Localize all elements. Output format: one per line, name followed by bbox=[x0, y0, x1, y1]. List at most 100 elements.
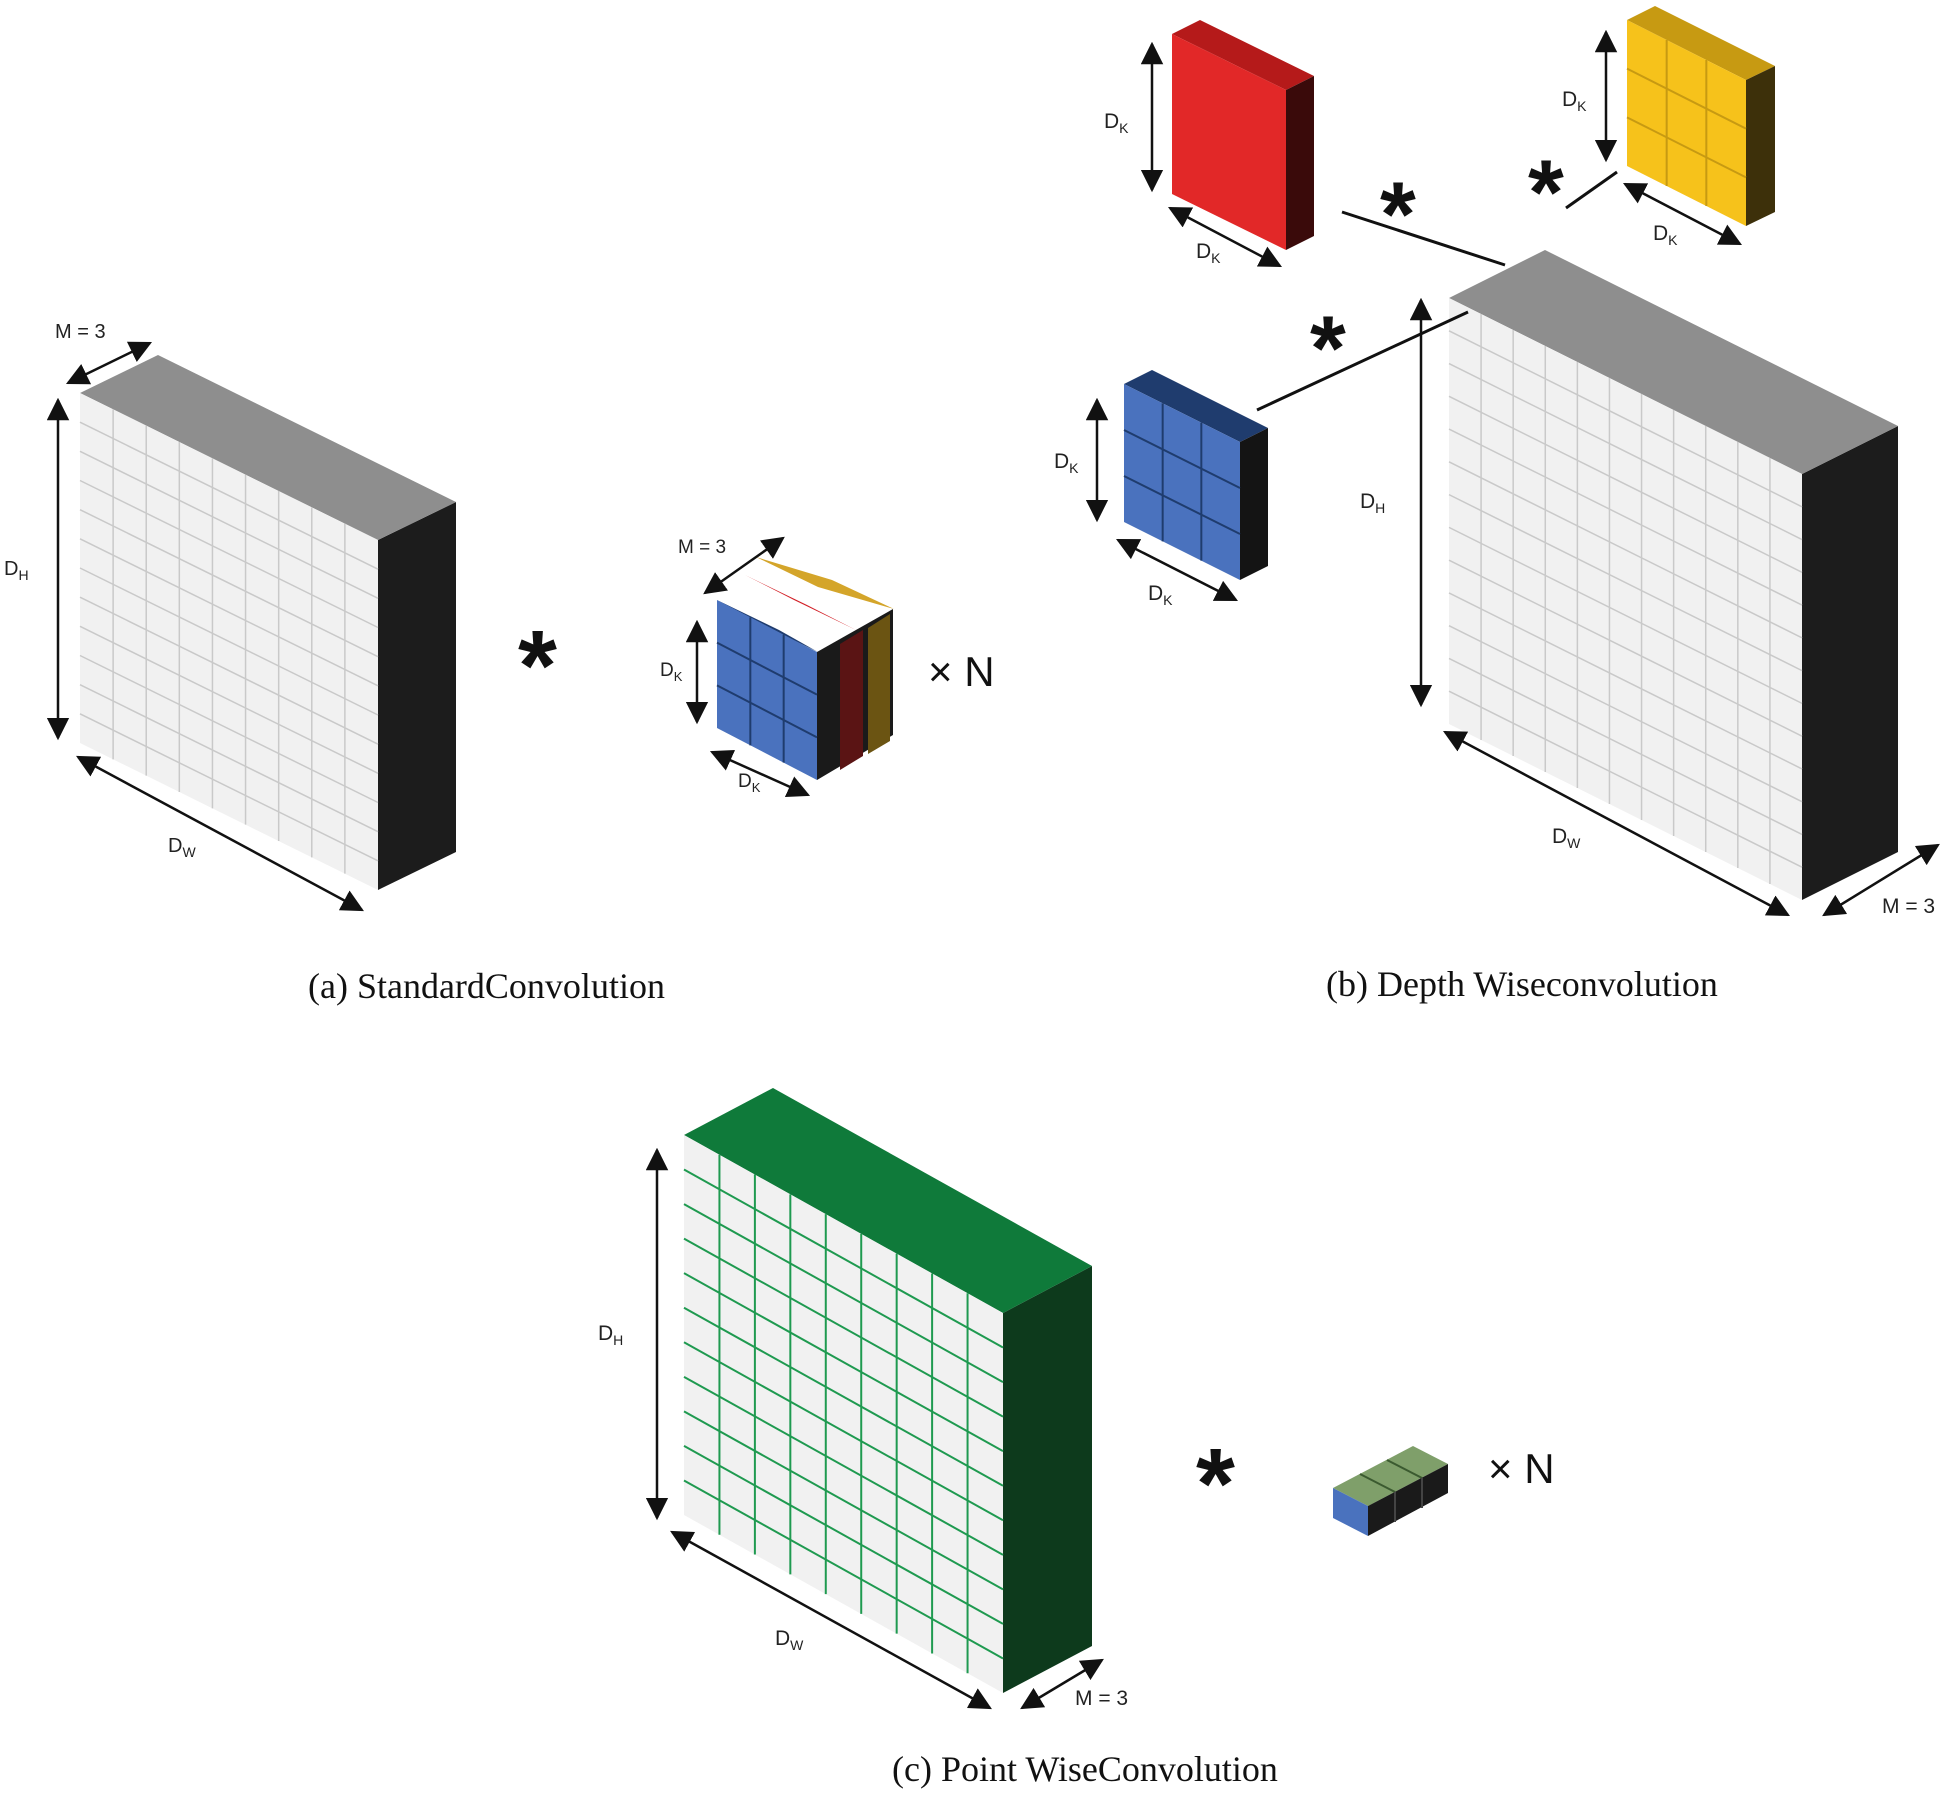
convolution-operator-c: * bbox=[1196, 1428, 1235, 1540]
grid-line bbox=[716, 641, 818, 696]
kernel-dimension-dk-vertical: DK bbox=[660, 619, 709, 725]
panel-pointwise-convolution: DH DW M = 3 * × N (c) Point WiseConvolut… bbox=[598, 1088, 1555, 1789]
feature-map-top-c bbox=[684, 1088, 1092, 1313]
grid-line bbox=[1448, 493, 1803, 672]
blue-filter-side bbox=[1240, 428, 1268, 580]
convolution-operator-red: * bbox=[1380, 164, 1416, 266]
pointwise-kernel-top bbox=[1333, 1446, 1448, 1506]
red-filter-front bbox=[1172, 34, 1286, 250]
kernel-top-yellow bbox=[756, 557, 894, 609]
label-yellow-dk-v: DK bbox=[1562, 88, 1587, 114]
label-yellow-dk-h: DK bbox=[1653, 222, 1678, 248]
label-dh-c: DH bbox=[598, 1322, 623, 1348]
grid-line bbox=[1626, 67, 1747, 130]
label-dw-b: DW bbox=[1552, 825, 1581, 851]
kernel-cube-a bbox=[716, 557, 894, 780]
feature-map-side-b bbox=[1802, 426, 1898, 900]
label-kernel-dk-v: DK bbox=[660, 660, 683, 684]
dimension-dh-c: DH bbox=[598, 1147, 669, 1521]
yellow-filter-grid bbox=[1626, 40, 1747, 206]
panel-standard-convolution: M = 3 DH DW * M = 3 DK bbox=[4, 321, 995, 1006]
kernel-dimension-dk-horizontal: DK bbox=[709, 750, 811, 797]
convolution-operator-blue: * bbox=[1310, 298, 1346, 400]
grid-line bbox=[79, 567, 379, 716]
grid-line bbox=[79, 538, 379, 687]
caption-c: (c) Point WiseConvolution bbox=[892, 1749, 1278, 1789]
input-feature-map-b bbox=[1448, 250, 1898, 900]
dimension-dh-a: DH bbox=[4, 397, 70, 741]
feature-map-side-c bbox=[1003, 1266, 1092, 1693]
label-m-c: M = 3 bbox=[1075, 1687, 1128, 1710]
grid-line bbox=[1448, 428, 1803, 606]
dimension-m-a: M = 3 bbox=[55, 321, 153, 385]
dimension-m-b: M = 3 bbox=[1822, 843, 1940, 918]
blue-filter-grid bbox=[1123, 403, 1241, 561]
feature-map-grid bbox=[79, 409, 379, 874]
grid-line bbox=[1448, 395, 1803, 573]
kernel-front-blue bbox=[717, 600, 817, 780]
blue-filter: DK DK bbox=[1054, 370, 1268, 608]
grid-line bbox=[716, 684, 818, 739]
pointwise-kernel bbox=[1333, 1446, 1448, 1536]
dimension-m-c: M = 3 bbox=[1020, 1658, 1128, 1710]
feature-map-top bbox=[80, 355, 456, 540]
label-kernel-dk-h: DK bbox=[738, 771, 761, 795]
grid-line bbox=[1448, 559, 1803, 737]
times-n-c: × N bbox=[1488, 1445, 1555, 1492]
grid-line bbox=[683, 1272, 1004, 1453]
blue-filter-front bbox=[1124, 384, 1240, 580]
grid-line bbox=[1448, 461, 1803, 639]
label-m-a: M = 3 bbox=[55, 321, 106, 343]
grid-line bbox=[683, 1168, 1004, 1349]
label-kernel-m: M = 3 bbox=[678, 537, 726, 558]
times-n-a: × N bbox=[928, 648, 995, 695]
grid-line bbox=[1448, 330, 1803, 508]
label-dw-c: DW bbox=[775, 1627, 804, 1653]
input-feature-map-c bbox=[683, 1088, 1092, 1693]
caption-b: (b) Depth Wiseconvolution bbox=[1326, 964, 1718, 1004]
grid-line bbox=[79, 421, 379, 570]
dimension-dh-b: DH bbox=[1360, 297, 1433, 708]
pointwise-kernel-front bbox=[1333, 1488, 1368, 1536]
grid-line bbox=[79, 450, 379, 600]
label-m-b: M = 3 bbox=[1882, 895, 1935, 918]
grid-line bbox=[1123, 429, 1241, 489]
label-blue-dk-h: DK bbox=[1148, 582, 1173, 608]
grid-line bbox=[683, 1341, 1004, 1522]
label-red-dk-v: DK bbox=[1104, 110, 1129, 136]
panel-depthwise-convolution: DK DK DK DK DK DK bbox=[1054, 6, 1940, 1004]
kernel-side-red bbox=[840, 630, 863, 770]
dimension-dw-a: DW bbox=[76, 755, 364, 912]
grid-line bbox=[1123, 475, 1241, 535]
grid-line bbox=[79, 508, 379, 658]
grid-line bbox=[1626, 116, 1747, 179]
input-feature-map-a bbox=[79, 355, 456, 890]
kernel-grid bbox=[716, 617, 818, 763]
convolution-operator-yellow: * bbox=[1528, 142, 1564, 244]
grid-line bbox=[683, 1237, 1004, 1418]
label-dw-a: DW bbox=[168, 835, 196, 860]
kernel-side-yellow bbox=[868, 614, 890, 754]
label-blue-dk-v: DK bbox=[1054, 450, 1079, 476]
grid-line bbox=[1448, 362, 1803, 541]
grid-line bbox=[1448, 526, 1803, 705]
yellow-filter: DK DK bbox=[1562, 6, 1775, 248]
grid-line bbox=[683, 1375, 1004, 1556]
grid-line bbox=[79, 596, 379, 745]
grid-line bbox=[683, 1203, 1004, 1383]
grid-line bbox=[79, 479, 379, 629]
yellow-filter-top bbox=[1627, 6, 1775, 80]
grid-line bbox=[79, 625, 379, 775]
dimension-dw-b: DW bbox=[1443, 730, 1790, 917]
kernel-dimension-m-a: M = 3 bbox=[678, 536, 785, 595]
kernel-top-blue bbox=[717, 600, 818, 652]
feature-map-top-b bbox=[1449, 250, 1898, 474]
label-dh-b: DH bbox=[1360, 490, 1385, 516]
label-dh-a: DH bbox=[4, 558, 29, 583]
grid-line bbox=[683, 1306, 1004, 1487]
yellow-filter-side bbox=[1746, 66, 1775, 226]
red-filter-top bbox=[1172, 20, 1314, 90]
yellow-filter-front bbox=[1627, 20, 1746, 226]
convolution-operator-a: * bbox=[518, 610, 557, 722]
